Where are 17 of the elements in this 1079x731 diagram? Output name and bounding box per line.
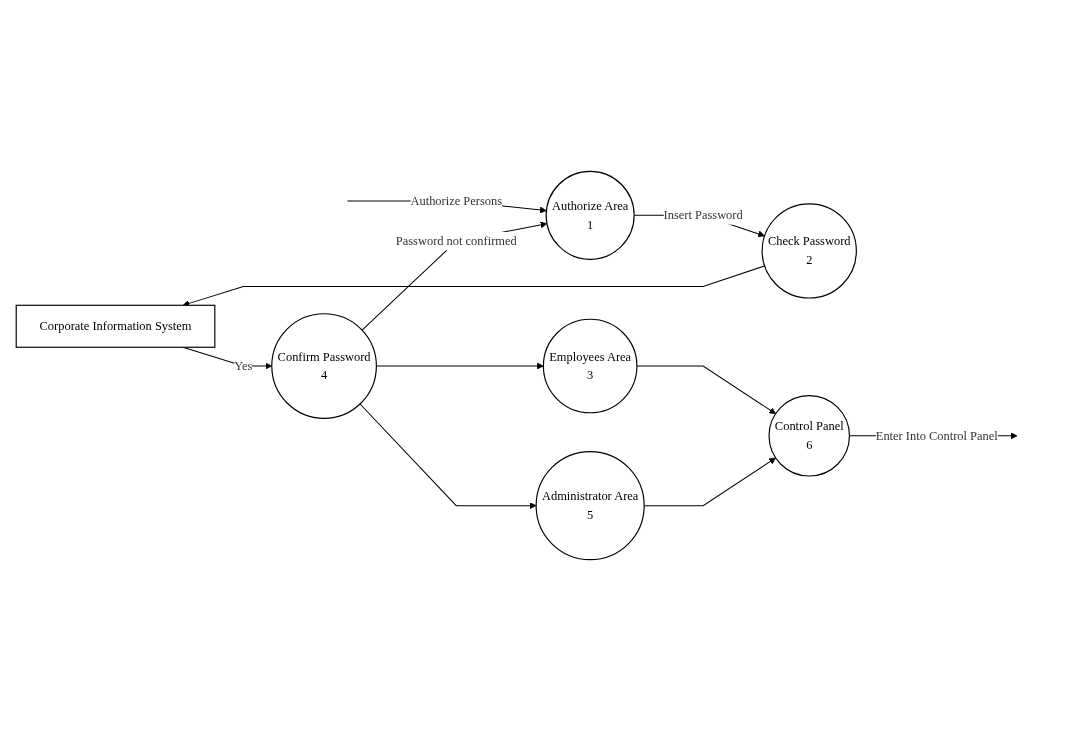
edge-label: Authorize Persons (410, 194, 502, 208)
arrow (643, 457, 776, 507)
edge-label: Insert Password (663, 208, 743, 222)
arrow (182, 265, 765, 307)
arrow (375, 362, 544, 370)
arrow (359, 403, 536, 510)
node-circle: Authorize Area 1 (545, 170, 635, 260)
node-circle: Confirm Password 4 (270, 313, 377, 419)
node-circle: Control Panel 6 (767, 395, 850, 477)
node-circle: Administrator Area 5 (535, 451, 645, 561)
edge-label: Enter Into Control Panel (875, 428, 998, 443)
node-circle: Employees Area 3 (542, 318, 637, 414)
node-box: Corporate Information System (15, 304, 215, 348)
edge-label: Password not confirmed (395, 234, 517, 248)
arrow (361, 221, 547, 331)
edge-label: Yes (233, 359, 252, 373)
node-circle: Check Password 2 (761, 203, 857, 299)
